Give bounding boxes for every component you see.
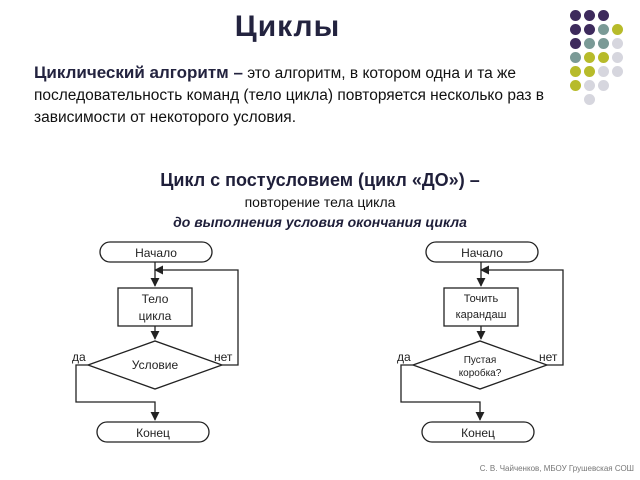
left-no-loop-line (154, 265, 239, 366)
left-start-terminator (99, 241, 213, 263)
decorative-dot-grid (568, 6, 640, 106)
right-end-label: Конец (461, 426, 495, 440)
right-body-label-1: Точить (464, 293, 499, 305)
dot (570, 80, 581, 91)
dot (612, 38, 623, 49)
left-condition-label: Условие (132, 358, 179, 372)
dot (612, 52, 623, 63)
left-flowchart (75, 241, 239, 443)
left-start-label: Начало (135, 246, 177, 260)
dot (584, 66, 595, 77)
dot (598, 10, 609, 21)
dot (598, 52, 609, 63)
dot (570, 38, 581, 49)
dot (612, 24, 623, 35)
left-body-label-2: цикла (139, 309, 172, 323)
dot (584, 24, 595, 35)
dot (584, 10, 595, 21)
section-heading: Цикл с постусловием (цикл «ДО») – (160, 170, 480, 190)
right-no-label: нет (539, 350, 558, 364)
right-start-terminator (425, 241, 539, 263)
left-yes-label: да (72, 350, 86, 364)
dot (570, 52, 581, 63)
left-yes-line (75, 364, 160, 421)
right-end-terminator (421, 421, 535, 443)
right-yes-label: да (397, 350, 411, 364)
right-condition-label-1: Пустая (464, 355, 497, 366)
dot (598, 24, 609, 35)
dot (570, 66, 581, 77)
section-subline: повторение тела цикла (244, 194, 396, 210)
dot (598, 38, 609, 49)
dot (584, 94, 595, 105)
dot (570, 10, 581, 21)
left-no-label: нет (214, 350, 233, 364)
right-flowchart-labels: Начало Точить карандаш Пустая коробка? д… (397, 246, 558, 440)
page-title: Циклы (234, 10, 341, 43)
dot (584, 38, 595, 49)
right-flowchart (400, 241, 564, 443)
dot (570, 24, 581, 35)
definition-paragraph: Циклический алгоритм – это алгоритм, в к… (34, 62, 554, 129)
right-body-process (443, 287, 519, 327)
left-end-label: Конец (136, 426, 170, 440)
right-condition-label-2: коробка? (459, 367, 502, 379)
definition-text: это алгоритм, в котором одна и та же пос… (34, 65, 545, 126)
dot (584, 80, 595, 91)
definition-term: Циклический алгоритм – (34, 63, 243, 82)
right-body-label-2: карандаш (456, 309, 507, 321)
dot (598, 66, 609, 77)
right-yes-line (400, 364, 485, 421)
dot (584, 52, 595, 63)
right-start-label: Начало (461, 246, 503, 260)
dot (598, 80, 609, 91)
author-credit: С. В. Чайченков, МБОУ Грушевская СОШ (479, 464, 634, 473)
right-no-loop-line (480, 265, 564, 366)
left-body-label-1: Тело (142, 292, 169, 306)
left-end-terminator (96, 421, 210, 443)
section-italic-line: до выполнения условия окончания цикла (173, 214, 467, 230)
left-flowchart-labels: Начало Тело цикла Условие да нет Конец (72, 246, 233, 440)
dot (612, 66, 623, 77)
